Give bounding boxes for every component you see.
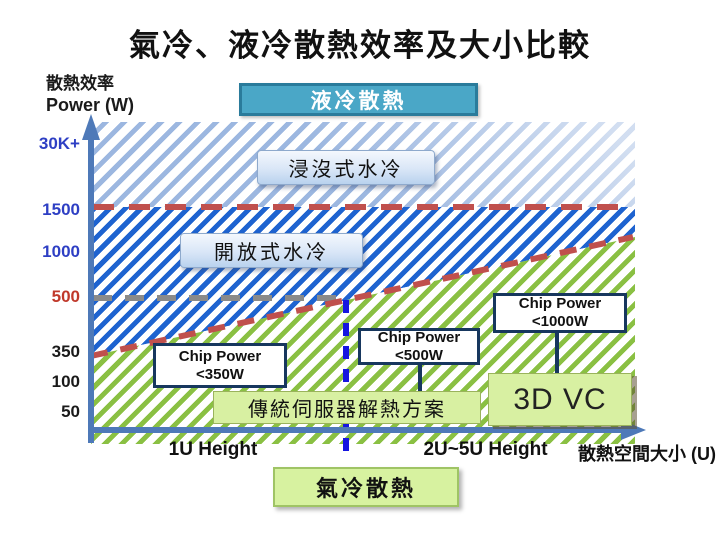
- xtick-1u-height: 1U Height: [168, 439, 258, 460]
- ytick-100: 100: [51, 372, 80, 391]
- ytick-50: 50: [61, 402, 80, 421]
- ytick-30k: 30K+: [38, 134, 80, 153]
- x-axis-title: 散熱空間大小 (U): [578, 444, 716, 464]
- traditional-server-solution-box: 傳統伺服器解熱方案: [213, 391, 481, 424]
- chip-power-500w-line1: Chip Power: [377, 328, 461, 346]
- 3d-vc-box: 3D VC: [488, 373, 632, 426]
- chip-power-500w-box: Chip Power <500W: [358, 328, 480, 365]
- chip-power-350w-line1: Chip Power: [178, 347, 262, 365]
- immersion-cooling-label: 浸沒式水冷: [257, 150, 435, 185]
- open-loop-cooling-label: 開放式水冷: [180, 233, 363, 268]
- y-axis-title-line1: 散熱效率: [46, 74, 114, 93]
- chip-power-350w-box: Chip Power <350W: [153, 343, 287, 388]
- ytick-500: 500: [51, 287, 80, 306]
- chart-title: 氣冷、液冷散熱效率及大小比較: [129, 28, 591, 63]
- chip-power-1000w-line2: <1000W: [531, 313, 589, 330]
- air-cooling-banner: 氣冷散熱: [273, 467, 459, 507]
- ytick-1500: 1500: [42, 200, 80, 219]
- chip-power-1000w-line1: Chip Power: [518, 295, 602, 312]
- chip-power-500w-line2: <500W: [395, 346, 443, 364]
- ytick-1000: 1000: [42, 242, 80, 261]
- ytick-350: 350: [51, 342, 80, 361]
- y-axis-title-line2: Power (W): [46, 95, 134, 116]
- liquid-cooling-banner: 液冷散熱: [239, 83, 478, 116]
- chip-power-350w-line2: <350W: [196, 365, 244, 383]
- chip-power-1000w-box: Chip Power <1000W: [493, 293, 627, 333]
- xtick-2u-5u-height: 2U~5U Height: [423, 439, 548, 460]
- y-axis-title: 散熱效率 Power (W): [46, 73, 134, 117]
